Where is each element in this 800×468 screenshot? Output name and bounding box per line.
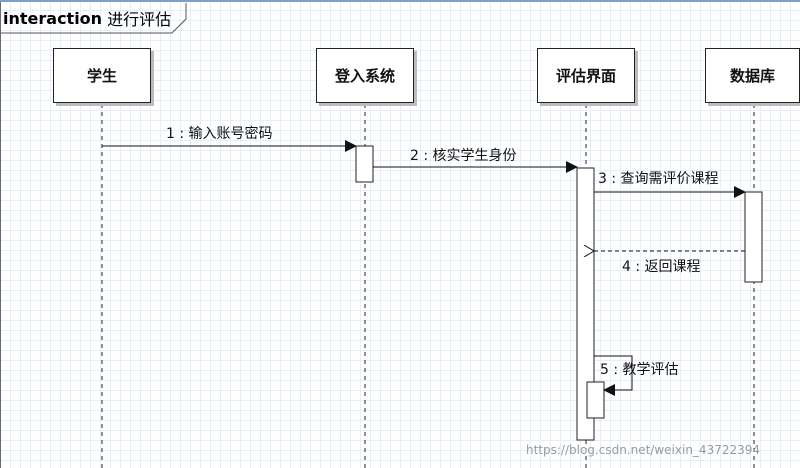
window-top-border — [0, 0, 800, 2]
activation-login[interactable] — [355, 145, 374, 183]
lifeline-head-database[interactable]: 数据库 — [705, 48, 800, 103]
frame-name: 进行评估 — [107, 10, 172, 29]
lifeline-head-student[interactable]: 学生 — [53, 48, 151, 103]
activation-eval-ui[interactable] — [576, 167, 595, 441]
interaction-frame-label[interactable]: interaction 进行评估 — [0, 3, 186, 33]
frame-left-border — [0, 2, 1, 468]
activation-database[interactable] — [744, 191, 763, 283]
lifeline-head-eval-ui[interactable]: 评估界面 — [537, 48, 635, 103]
message-5-self-arrow[interactable] — [594, 355, 633, 396]
frame-tab-border — [1, 3, 187, 34]
activation-eval-ui-nested[interactable] — [586, 381, 605, 419]
lifeline-head-login[interactable]: 登入系统 — [316, 48, 414, 103]
message-1-label: 1 : 输入账号密码 — [166, 126, 273, 142]
message-2-label: 2 : 核实学生身份 — [410, 148, 517, 164]
message-4-label: 4 : 返回课程 — [622, 259, 701, 275]
message-3-label: 3 : 查询需评价课程 — [598, 171, 719, 187]
message-5-label: 5 : 教学评估 — [600, 362, 679, 378]
frame-keyword: interaction — [3, 8, 103, 28]
watermark: https://blog.csdn.net/weixin_43722394 — [526, 443, 761, 457]
